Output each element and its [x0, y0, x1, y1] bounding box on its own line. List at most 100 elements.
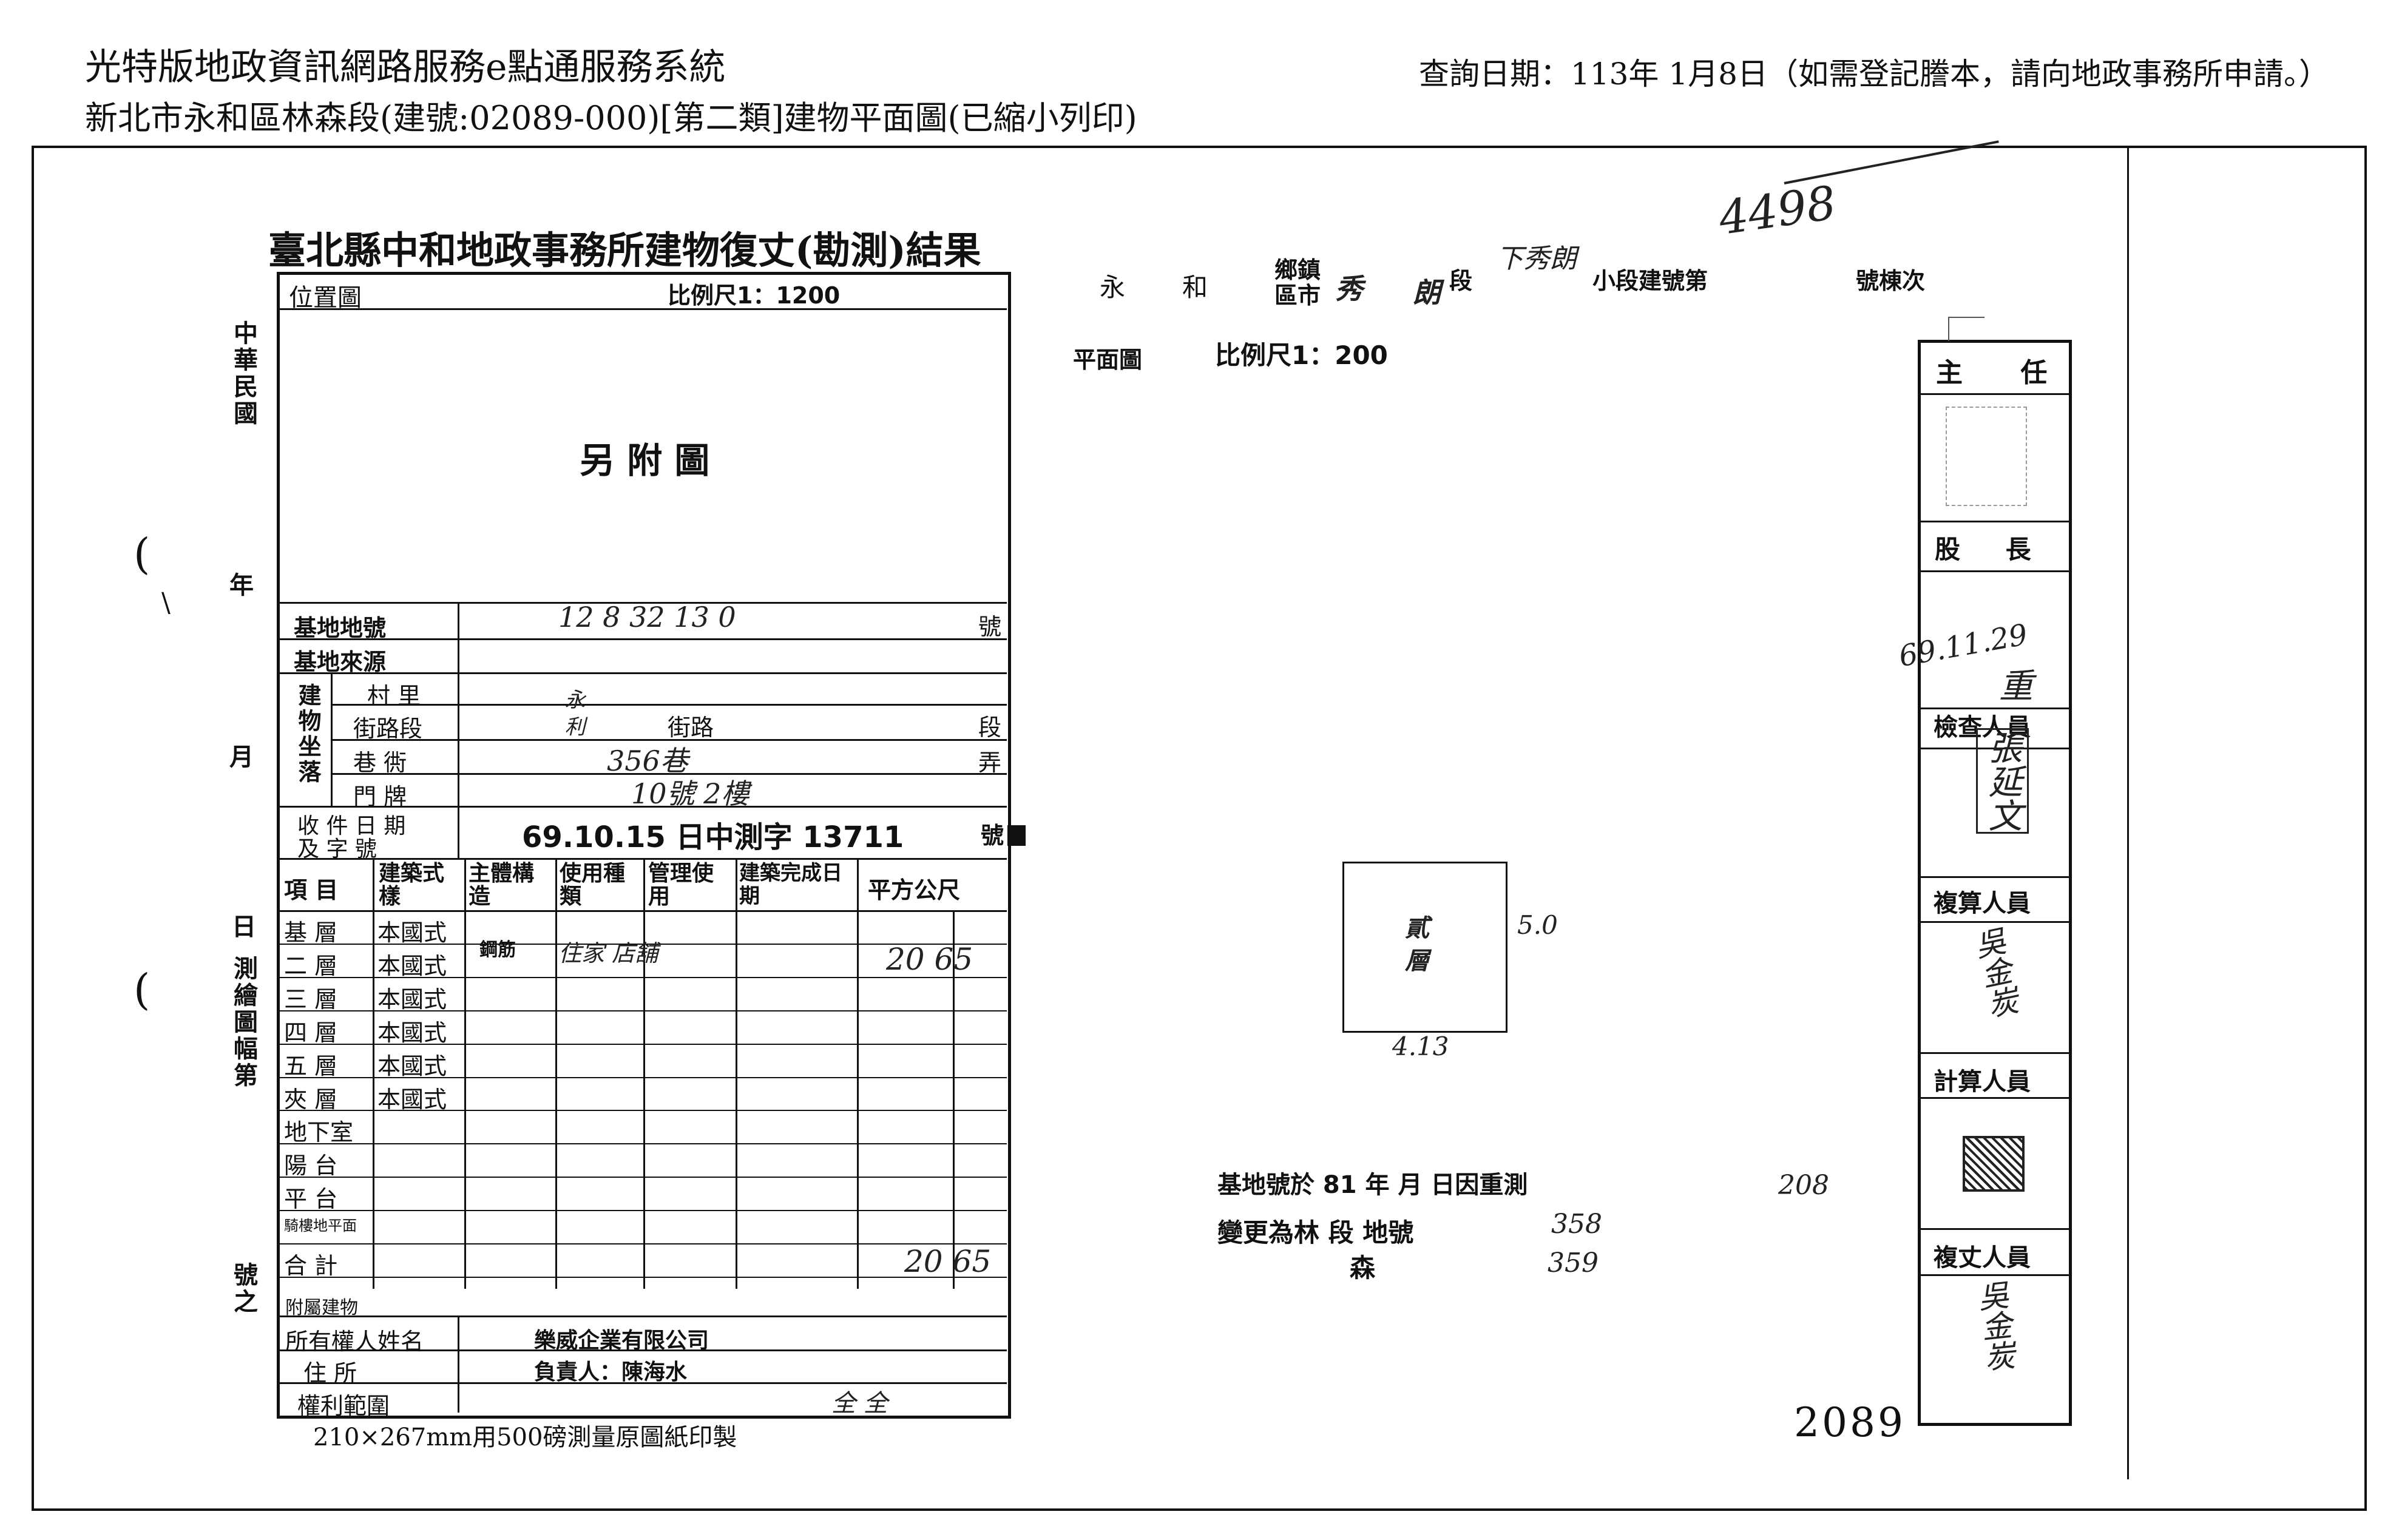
- paper-note: 210×267mm用500磅測量原圖紙印製: [313, 1423, 737, 1451]
- sign-line-6: [1918, 876, 2069, 878]
- building-location-label: 建物坐落: [294, 683, 322, 785]
- table-row-item: 夾 層: [284, 1086, 338, 1113]
- receipt-stamp-mark: [1007, 825, 1026, 846]
- right-frame-divider: [2127, 147, 2129, 1479]
- table-row-line: [277, 1210, 1007, 1212]
- margin-mark: \: [161, 587, 171, 618]
- owner-label-divider: [458, 1315, 459, 1413]
- owner-value: 樂威企業有限公司: [534, 1328, 709, 1353]
- rights-label: 權利範圍: [297, 1393, 390, 1419]
- row-line-3: [331, 704, 1007, 706]
- row-line-annex: [277, 1315, 1007, 1317]
- row2-area: 20 65: [886, 942, 973, 977]
- chief-stamp: [1946, 407, 2027, 506]
- table-row-item: 合 計: [284, 1252, 338, 1279]
- place-c2: 區市: [1274, 282, 1321, 309]
- form-title: 臺北縣中和地政事務所建物復丈(勘測)結果: [268, 228, 981, 272]
- receipt-unit: 號: [981, 822, 1004, 849]
- row2-use: 住家 店舖: [558, 940, 658, 967]
- table-row-item: 五 層: [284, 1052, 338, 1079]
- table-row-item: 三 層: [284, 985, 338, 1013]
- table-row-line: [277, 1243, 1007, 1244]
- row-line-owner: [277, 1349, 1007, 1351]
- building-number: 2089: [1794, 1399, 1906, 1446]
- calculator-stamp: [1963, 1136, 2025, 1192]
- address-value: 負責人：陳海水: [534, 1360, 688, 1385]
- table-row-style: 本國式: [377, 1052, 447, 1079]
- table-col-2: [464, 858, 466, 1289]
- system-title: 光特版地政資訊網路服務e點通服務系統: [85, 46, 726, 89]
- attached-map-note: 另 附 圖: [580, 440, 710, 481]
- table-header-item: 項 目: [284, 876, 339, 903]
- road-unit: 段: [978, 714, 1002, 741]
- dimension-bottom: 4.13: [1392, 1032, 1449, 1061]
- margin-paren-2: (: [134, 965, 151, 1015]
- rechecker-label: 複算人員: [1934, 890, 2031, 917]
- change-line-2: 變更為林 段 地號: [1217, 1218, 1414, 1248]
- sheet-no-label: 測繪圖幅第: [229, 956, 258, 1089]
- door-label: 門 牌: [353, 783, 407, 810]
- table-header-manage: 管理使用: [648, 860, 714, 909]
- surveyor-label: 複丈人員: [1934, 1244, 2031, 1272]
- sign-col-dash-top: [1948, 317, 1949, 341]
- sign-line-10: [1918, 1228, 2069, 1230]
- floor-plan-outline: [1342, 862, 1507, 1033]
- margin-paren-1: (: [134, 529, 151, 579]
- sign-line-11: [1918, 1274, 2069, 1276]
- plan-label: 平面圖: [1073, 346, 1143, 373]
- table-row-line: [277, 1076, 1007, 1078]
- table-row-line: [277, 1043, 1007, 1045]
- room-label: 貳 層: [1401, 915, 1429, 972]
- table-row-item: 二 層: [284, 952, 338, 979]
- table-col-7: [953, 910, 955, 1289]
- place-e: 朗: [1413, 276, 1441, 309]
- roc-label: 中華民國: [229, 320, 258, 427]
- fields-top-line: [277, 602, 1007, 604]
- day-label: 日: [232, 913, 256, 941]
- table-row-item: 地下室: [284, 1119, 354, 1146]
- road-handwritten: 永 利: [561, 689, 585, 737]
- sign-line-8: [1918, 1052, 2069, 1054]
- chief-label: 主 任: [1936, 357, 2072, 388]
- row-line-2: [277, 672, 1007, 674]
- sign-line-9: [1918, 1097, 2069, 1099]
- table-header-style: 建築式樣: [379, 860, 445, 909]
- field-label-divider: [458, 602, 459, 860]
- receipt-value: 69.10.15 日中測字 13711: [522, 820, 904, 854]
- table-header-use: 使用種類: [560, 860, 626, 909]
- table-row-item: 騎樓地平面: [284, 1217, 357, 1235]
- row2-structure: 鋼筋: [479, 939, 516, 961]
- table-header-area: 平方公尺: [868, 876, 961, 903]
- sign-line-2: [1918, 521, 2069, 522]
- year-label: 年: [229, 571, 254, 599]
- section-chief-label: 股 長: [1935, 535, 2049, 564]
- row-line-address: [277, 1382, 1007, 1384]
- map-header-line: [277, 308, 1007, 310]
- table-row-line: [277, 1276, 1007, 1278]
- table-row-item: 陽 台: [284, 1152, 338, 1180]
- total-area: 20 65: [904, 1244, 992, 1279]
- sign-line-3: [1918, 570, 2069, 572]
- place-f: 段: [1449, 268, 1473, 294]
- stamp-date: 重: [1999, 667, 2033, 706]
- month-label: 月: [229, 743, 254, 771]
- plan-scale: 比例尺1：200: [1215, 340, 1388, 370]
- table-row-item: 四 層: [284, 1019, 338, 1046]
- table-row-line: [277, 1177, 1007, 1178]
- place-c1: 鄉鎮: [1274, 257, 1321, 283]
- query-date: 查詢日期：113年 1月8日（如需登記謄本，請向地政事務所申請。）: [1419, 56, 2329, 92]
- no-suffix-label: 號之: [229, 1262, 258, 1315]
- table-header-completed: 建築完成日期: [739, 861, 842, 908]
- row-line-1: [277, 638, 1007, 640]
- base-lot-value: 12 8 32 13 0: [558, 601, 736, 633]
- table-header-structure: 主體構造: [469, 860, 535, 909]
- row-line-6: [277, 806, 1007, 808]
- inspector-label: 檢查人員: [1934, 714, 2031, 741]
- table-row-style: 本國式: [377, 919, 447, 946]
- lane-label: 巷 衖: [353, 749, 407, 776]
- address-label: 住 所: [303, 1360, 357, 1386]
- base-lot-label: 基地地號: [294, 614, 387, 641]
- place-b: 和: [1182, 272, 1208, 302]
- sign-column: [1918, 340, 2072, 1426]
- table-row-item: 基 層: [284, 919, 338, 946]
